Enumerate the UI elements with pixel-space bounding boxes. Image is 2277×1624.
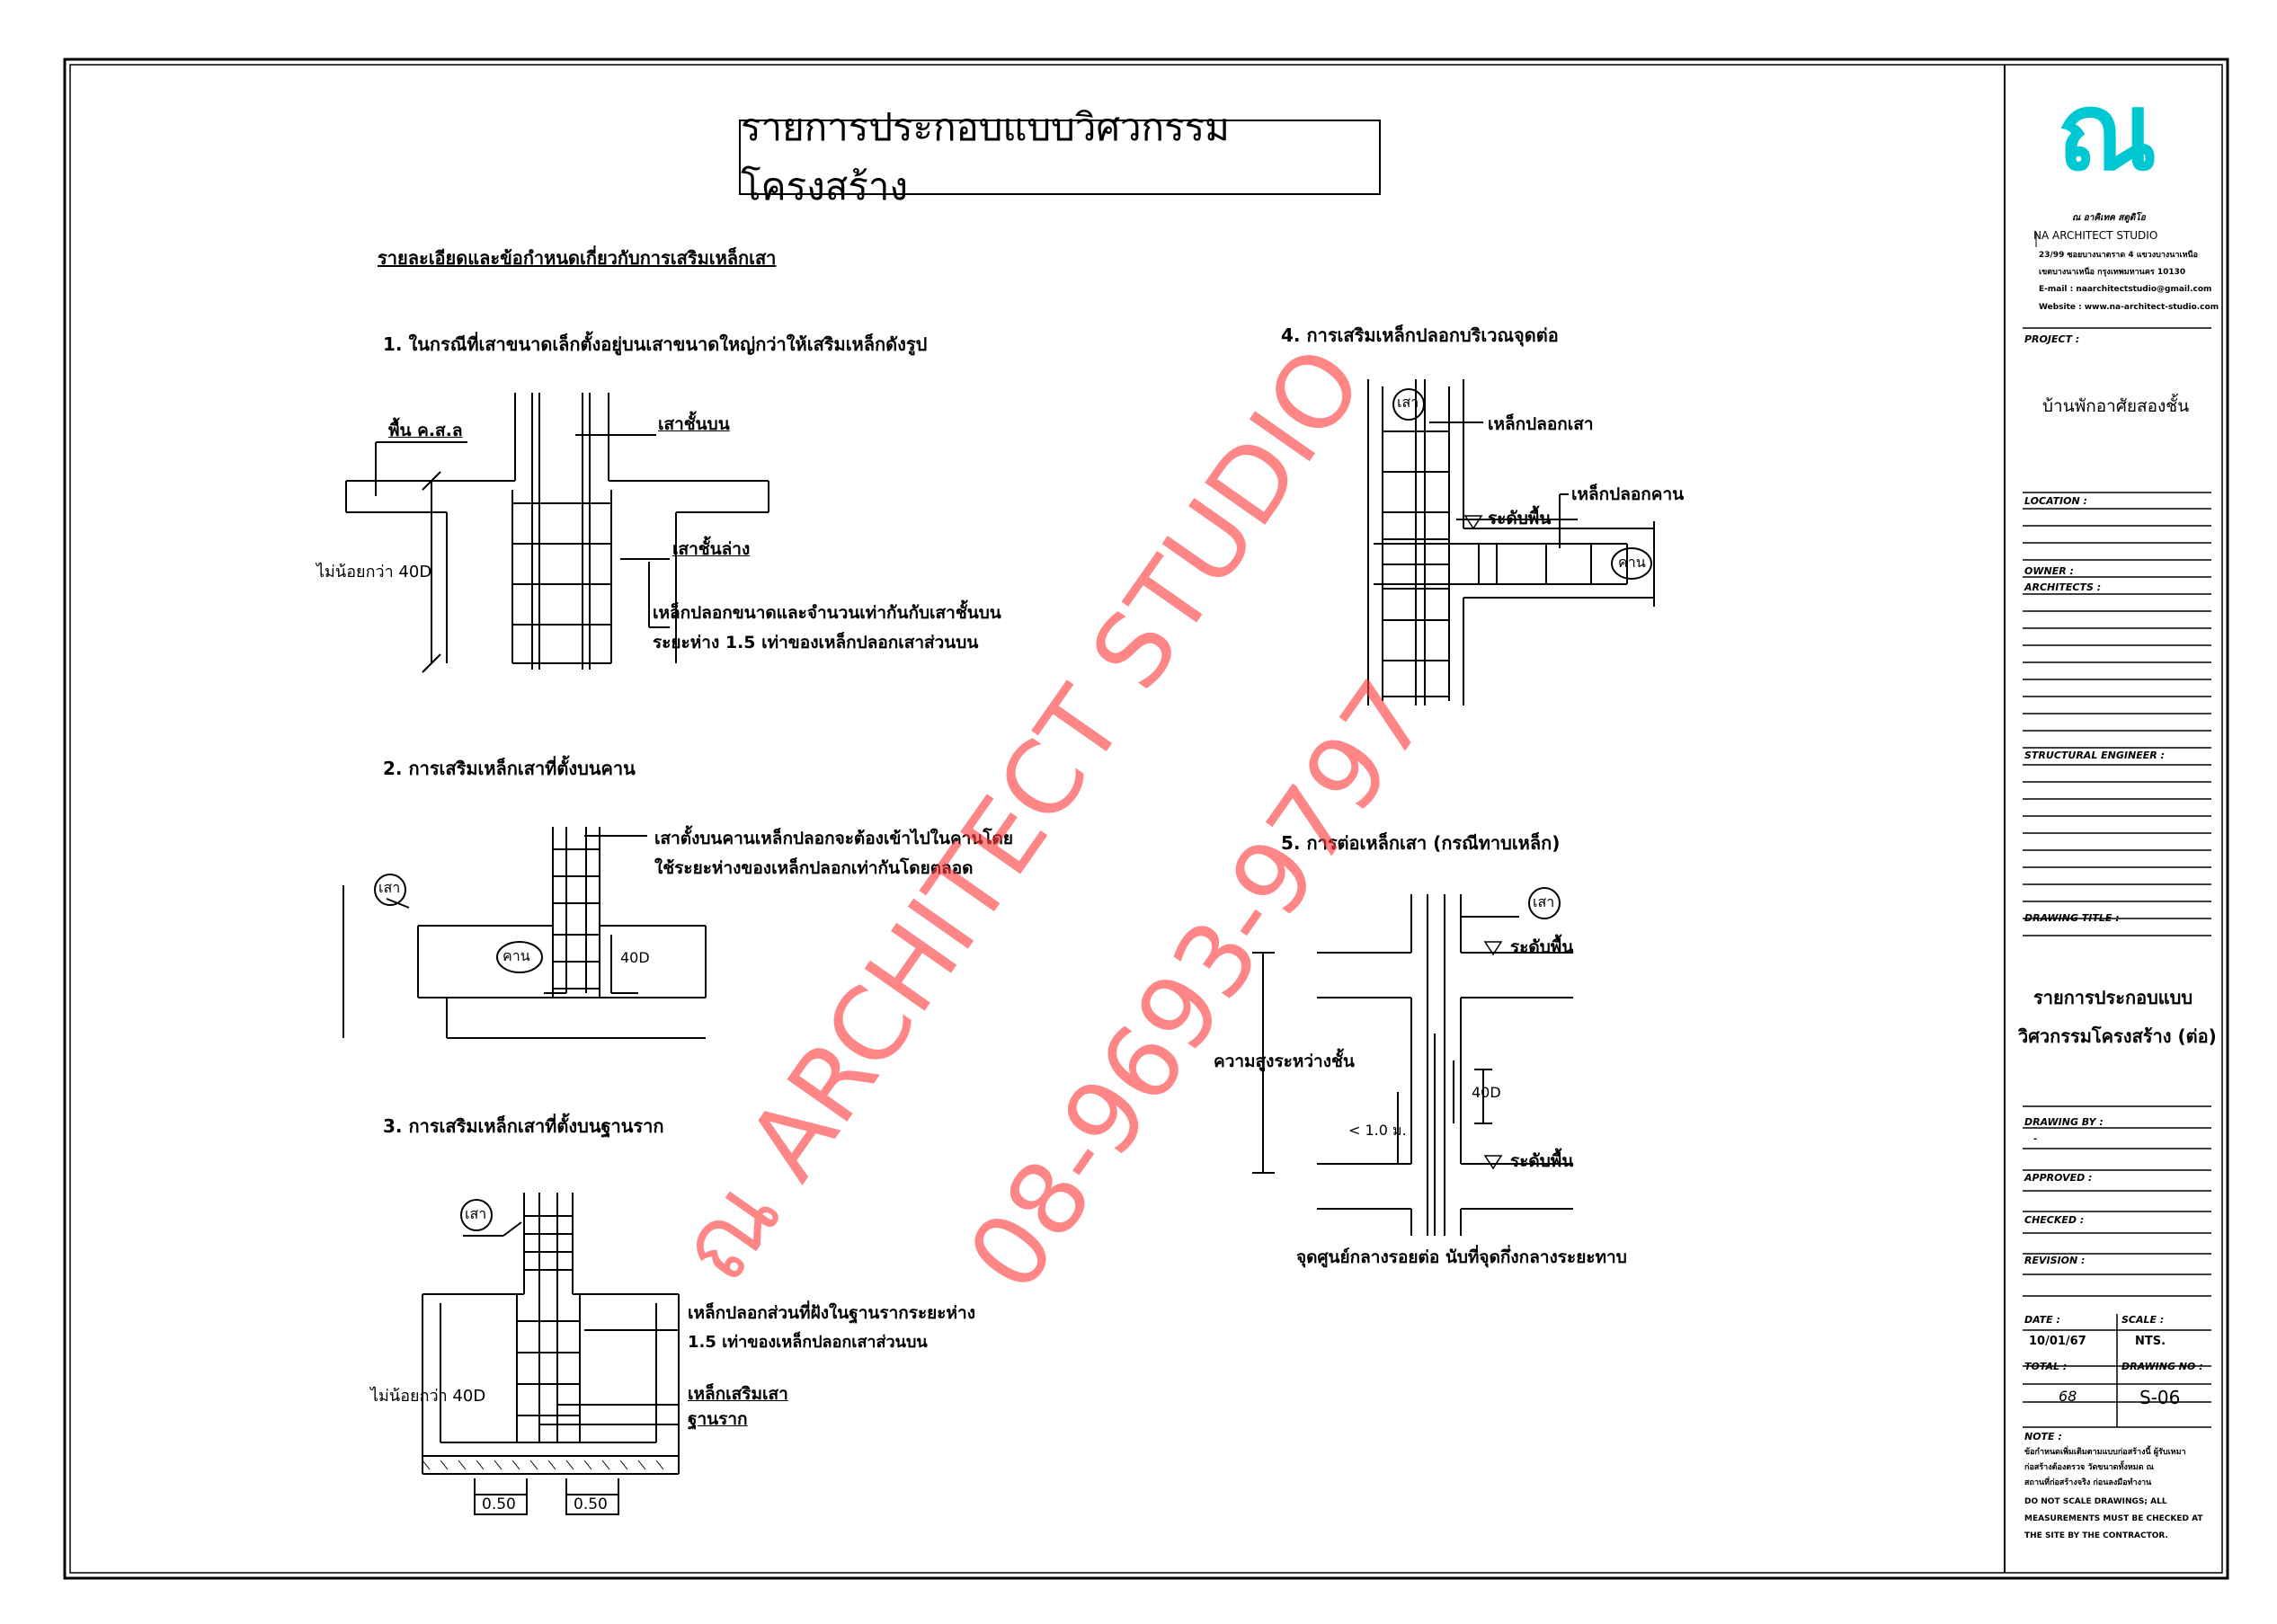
detail-4-linework — [1367, 379, 1655, 706]
scale-label: SCALE : — [2121, 1314, 2165, 1326]
detail-3-dim-right: 0.50 — [574, 1495, 608, 1513]
detail-4-level-triangle — [1463, 515, 1483, 530]
drawn-by-label: DRAWING BY : — [2024, 1116, 2104, 1128]
detail-2-column-tag: เสา — [378, 879, 401, 896]
note-en-line2: MEASUREMENTS MUST BE CHECKED AT — [2024, 1514, 2203, 1523]
drawing-no-label: DRAWING NO : — [2121, 1361, 2203, 1372]
detail-1-upper-col-label: เสาชั้นบน — [658, 414, 730, 434]
detail-3-column-tag-circle — [460, 1199, 493, 1231]
detail-5-column-tag: เสา — [1533, 893, 1555, 910]
drawing-title-label: DRAWING TITLE : — [2024, 912, 2120, 924]
sheet-outer-border — [63, 58, 2229, 1580]
note-th-line2: ก่อสร้างต้องตรวจ วัดขนาดทั้งหมด ณ — [2024, 1463, 2155, 1472]
detail-1-note-line1: เหล็กปลอกขนาดและจำนวนเท่ากันกับเสาชั้นบน — [653, 603, 1001, 623]
studio-email: E-mail : naarchitectstudio@gmail.com — [2039, 285, 2212, 294]
detail-3-linework — [422, 1193, 680, 1515]
detail-4-column-tag-circle — [1392, 388, 1425, 421]
scale-value: NTS. — [2135, 1335, 2166, 1348]
detail-2-beam-tag-circle — [496, 941, 543, 973]
detail-5-storey-height: ความสูงระหว่างชั้น — [1214, 1052, 1355, 1071]
note-en-line3: THE SITE BY THE CONTRACTOR. — [2024, 1531, 2168, 1540]
detail-3-column-tag: เสา — [465, 1205, 487, 1222]
note-th-line3: สถานที่ก่อสร้างจริง ก่อนลงมือทำงาน — [2024, 1478, 2152, 1487]
drawn-by-value: - — [2033, 1134, 2038, 1144]
drawing-title-line1: รายการประกอบแบบ — [2033, 987, 2193, 1008]
architects-label: ARCHITECTS : — [2024, 581, 2102, 593]
titleblock-rows — [2023, 327, 2211, 1428]
detail-4-beam-stirrup-label: เหล็กปลอกคาน — [1571, 484, 1685, 504]
detail-1-note-line2: ระยะห่าง 1.5 เท่าของเหล็กปลอกเสาส่วนบน — [653, 633, 979, 652]
detail-5-column-tag-circle — [1528, 887, 1561, 919]
detail-1-min-length: ไม่น้อยกว่า 40D — [316, 563, 432, 581]
detail-1-linework — [345, 393, 769, 673]
drawing-no-value: S-06 — [2139, 1387, 2181, 1408]
studio-website: Website : www.na-architect-studio.com — [2039, 303, 2219, 312]
detail-4-floor-level: ระดับพื้น — [1488, 509, 1552, 528]
detail-4-beam-tag-circle — [1611, 547, 1652, 580]
note-th-line1: ข้อกำหนดเพิ่มเติมตามแบบก่อสร้างนี้ ผู้รั… — [2024, 1448, 2186, 1457]
studio-address-1: 23/99 ซอยบางนาตราด 4 แขวงบางนาเหนือ — [2039, 251, 2199, 260]
studio-address-2: เขตบางนาเหนือ กรุงเทพมหานคร 10130 — [2039, 268, 2186, 277]
detail-3-dim-left: 0.50 — [482, 1495, 516, 1513]
detail-3-caption: 3. การเสริมเหล็กเสาที่ตั้งบนฐานราก — [383, 1115, 664, 1137]
detail-2-column-tag-circle — [374, 874, 406, 906]
owner-label: OWNER : — [2024, 565, 2074, 577]
detail-1-lower-col-label: เสาชั้นล่าง — [672, 539, 751, 559]
studio-thai-name: ณ อาคิเทค สตูดิโอ — [2072, 213, 2146, 223]
detail-3-soil-hatch — [422, 1460, 664, 1470]
detail-5-floor-level-bottom: ระดับพื้น — [1510, 1151, 1574, 1171]
note-label: NOTE : — [2024, 1431, 2062, 1442]
detail-2-note-line1: เสาตั้งบนคานเหล็กปลอกจะต้องเข้าไปในคานโด… — [654, 829, 1014, 848]
detail-1-slab-label: พื้น ค.ส.ล — [388, 421, 463, 440]
approved-label: APPROVED : — [2024, 1172, 2093, 1184]
detail-4-column-tag: เสา — [1397, 394, 1419, 411]
detail-5-dim-40d: 40D — [1472, 1084, 1501, 1101]
detail-5-level-triangle-top — [1483, 941, 1503, 956]
checked-label: CHECKED : — [2024, 1214, 2085, 1226]
note-en-line1: DO NOT SCALE DRAWINGS; ALL — [2024, 1497, 2167, 1506]
sheet-inner-border — [69, 64, 2223, 1574]
detail-3-note-line1: เหล็กปลอกส่วนที่ฝังในฐานรากระยะห่าง — [688, 1303, 975, 1323]
detail-2-caption: 2. การเสริมเหล็กเสาที่ตั้งบนคาน — [383, 758, 636, 779]
detail-1-caption: 1. ในกรณีที่เสาขนาดเล็กตั้งอยู่บนเสาขนาด… — [383, 333, 928, 355]
detail-4-column-stirrup-label: เหล็กปลอกเสา — [1488, 414, 1594, 434]
project-value: บ้านพักอาศัยสองชั้น — [2042, 396, 2190, 416]
detail-3-note-line2: 1.5 เท่าของเหล็กปลอกเสาส่วนบน — [688, 1333, 928, 1352]
detail-3-footing-label: ฐานราก — [688, 1409, 748, 1429]
date-value: 10/01/67 — [2029, 1335, 2086, 1348]
detail-2-note-line2: ใช้ระยะห่างของเหล็กปลอกเท่ากันโดยตลอด — [654, 858, 974, 878]
detail-4-caption: 4. การเสริมเหล็กปลอกบริเวณจุดต่อ — [1281, 324, 1559, 346]
detail-3-rebar-label: เหล็กเสริมเสา — [688, 1384, 788, 1404]
detail-5-floor-level-top: ระดับพื้น — [1510, 937, 1574, 957]
structural-engineer-label: STRUCTURAL ENGINEER : — [2024, 750, 2165, 761]
detail-2-linework — [342, 827, 707, 1039]
project-label: PROJECT : — [2024, 333, 2080, 345]
revision-label: REVISION : — [2024, 1255, 2086, 1266]
section-heading: รายละเอียดและข้อกำหนดเกี่ยวกับการเสริมเห… — [378, 247, 777, 269]
detail-5-dim-1m: < 1.0 ม. — [1348, 1122, 1407, 1139]
detail-4-beam-tag: คาน — [1618, 554, 1646, 571]
detail-5-level-triangle-bottom — [1483, 1155, 1503, 1170]
date-label: DATE : — [2024, 1314, 2060, 1326]
sheet-title: รายการประกอบแบบวิศวกรรมโครงสร้าง — [739, 105, 1381, 209]
detail-2-beam-tag: คาน — [503, 947, 530, 964]
total-value: 68 — [2059, 1388, 2077, 1405]
detail-5-caption: 5. การต่อเหล็กเสา (กรณีทาบเหล็ก) — [1281, 832, 1561, 854]
studio-logo: ณ — [2057, 70, 2157, 195]
location-label: LOCATION : — [2024, 495, 2087, 507]
total-label: TOTAL : — [2024, 1361, 2068, 1372]
drawing-title-line2: วิศวกรรมโครงสร้าง (ต่อ) — [2018, 1025, 2217, 1047]
studio-name: NA ARCHITECT STUDIO — [2033, 229, 2158, 242]
detail-3-min-length: ไม่น้อยกว่า 40D — [370, 1387, 486, 1406]
detail-2-dim-40d: 40D — [620, 949, 650, 966]
detail-5-linework — [1252, 894, 1573, 1236]
detail-5-note: จุดศูนย์กลางรอยต่อ นับที่จุดกึ่งกลางระยะ… — [1296, 1247, 1627, 1267]
